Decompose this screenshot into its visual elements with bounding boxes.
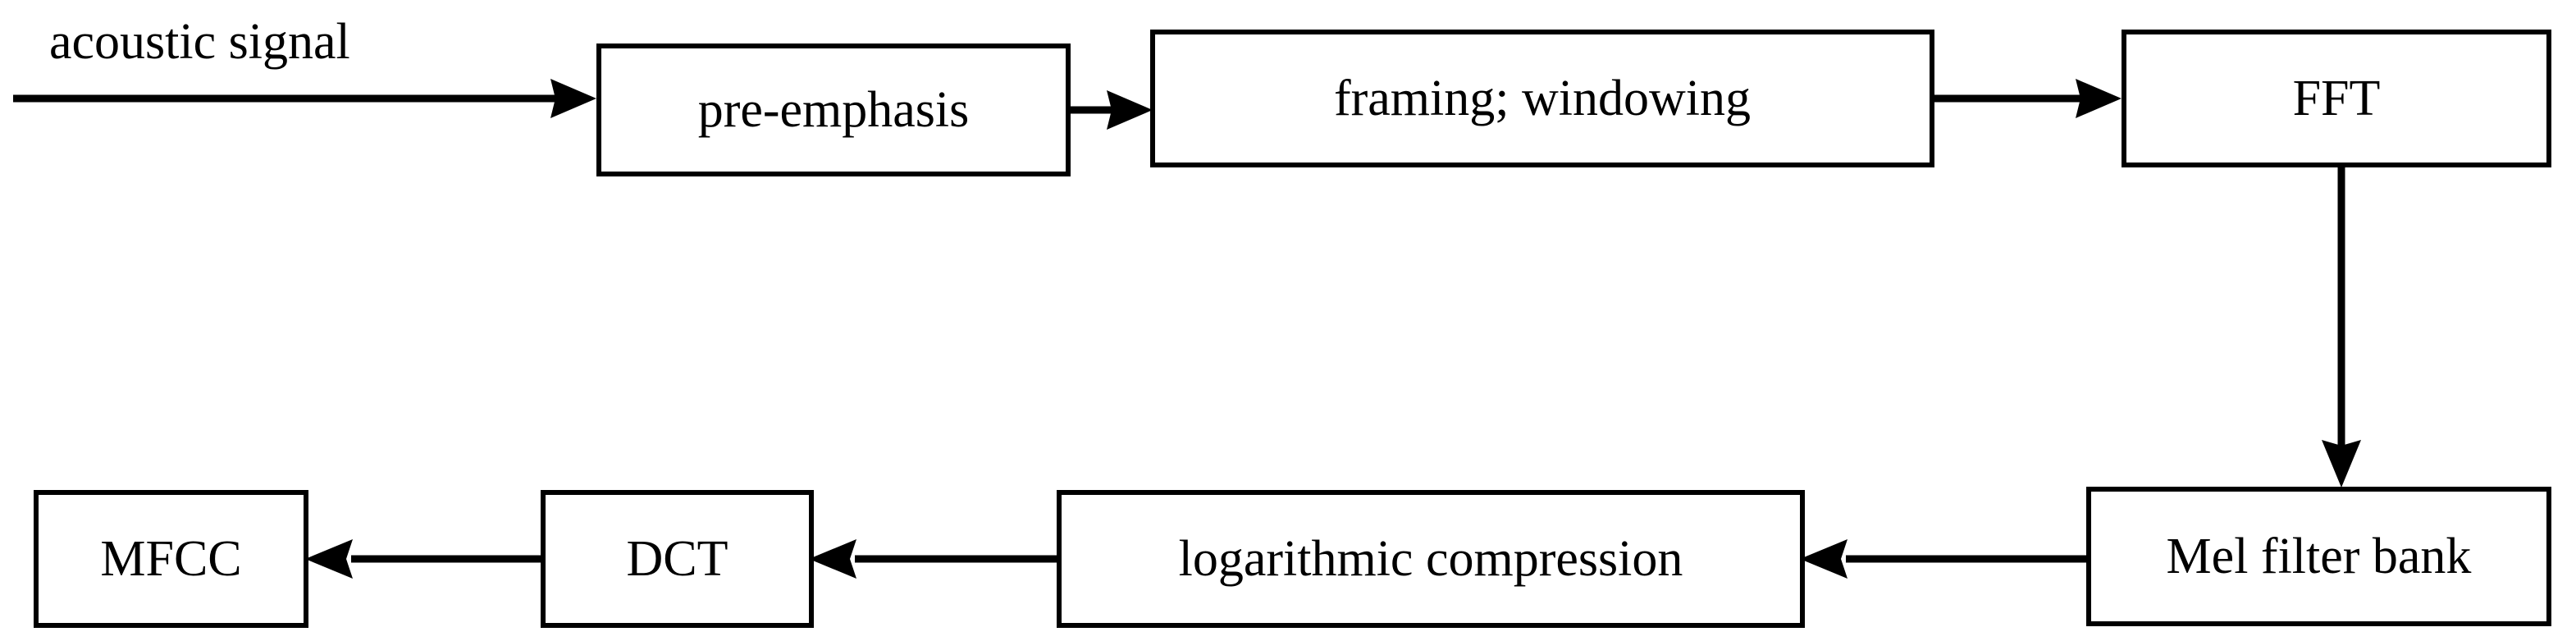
edge-pre-emphasis-to-framing bbox=[1066, 90, 1158, 130]
node-logarithmic-compression[interactable]: logarithmic compression bbox=[1057, 490, 1805, 628]
edge-dct-to-mfcc bbox=[304, 539, 546, 579]
node-logarithmic-compression-label: logarithmic compression bbox=[1178, 531, 1683, 587]
node-pre-emphasis[interactable]: pre-emphasis bbox=[596, 43, 1071, 176]
node-mfcc[interactable]: MFCC bbox=[34, 490, 308, 628]
node-fft-label: FFT bbox=[2292, 71, 2381, 126]
edge-fft-to-mel-filter-bank bbox=[2322, 163, 2361, 491]
edge-mel-to-logarithmic bbox=[1798, 539, 2092, 579]
node-pre-emphasis-label: pre-emphasis bbox=[697, 82, 970, 138]
node-framing-windowing-label: framing; windowing bbox=[1334, 71, 1751, 126]
edge-logarithmic-to-dct bbox=[807, 539, 1062, 579]
node-framing-windowing[interactable]: framing; windowing bbox=[1150, 30, 1934, 167]
edge-framing-to-fft bbox=[1930, 79, 2126, 118]
node-mel-filter-bank-label: Mel filter bank bbox=[2166, 529, 2472, 584]
node-fft[interactable]: FFT bbox=[2122, 30, 2551, 167]
node-dct[interactable]: DCT bbox=[541, 490, 814, 628]
node-mfcc-label: MFCC bbox=[100, 531, 242, 587]
node-mel-filter-bank[interactable]: Mel filter bank bbox=[2086, 487, 2551, 626]
node-dct-label: DCT bbox=[626, 531, 728, 587]
acoustic-signal-label: acoustic signal bbox=[49, 14, 350, 70]
edge-input-to-pre-emphasis bbox=[13, 79, 604, 118]
